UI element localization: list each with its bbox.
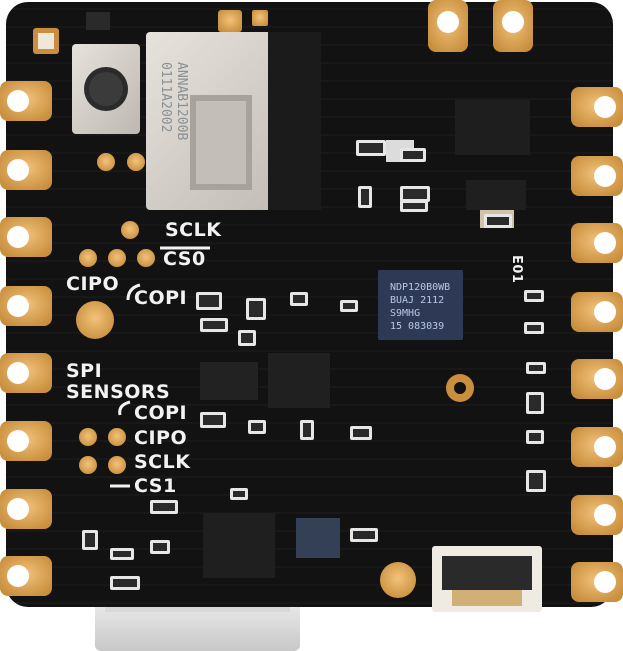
radio-module	[146, 32, 321, 210]
npu-chip	[378, 270, 463, 340]
test-pads	[76, 153, 416, 598]
left-castellated-pads	[0, 81, 52, 596]
label-spi: SPI	[66, 360, 103, 382]
label-cipo-top: CIPO	[66, 273, 120, 295]
module-text-line1: ANNAB1200B	[174, 62, 189, 141]
npu-text-line3: S9MHG	[390, 308, 421, 319]
label-sclk-top: SCLK	[165, 219, 222, 241]
label-sensors: SENSORS	[66, 381, 171, 403]
label-sclk-bottom: SCLK	[134, 451, 191, 473]
label-copi-bottom: COPI	[134, 402, 188, 424]
small-chip	[86, 12, 110, 30]
label-edge-mark: E01	[509, 255, 524, 284]
right-castellated-pads	[571, 87, 623, 602]
silkscreen-lines	[110, 246, 210, 488]
npu-text-line1: NDP120B0WB	[390, 282, 451, 293]
module-text-line2: 0111A2002	[158, 62, 173, 133]
reset-button	[72, 44, 140, 134]
npu-text-line2: BUAJ 2112	[390, 295, 445, 306]
ic-middle	[200, 353, 330, 408]
top-castellated-pads	[218, 0, 533, 52]
label-cs1: CS1	[134, 475, 177, 497]
jst-connector	[432, 546, 542, 612]
label-cs0: CS0	[163, 248, 206, 270]
ic-bottom	[203, 513, 340, 578]
label-cipo-bottom: CIPO	[134, 427, 188, 449]
label-copi-top: COPI	[134, 287, 188, 309]
smd-components	[82, 140, 546, 590]
npu-text-line4: 15 083039	[390, 321, 445, 332]
